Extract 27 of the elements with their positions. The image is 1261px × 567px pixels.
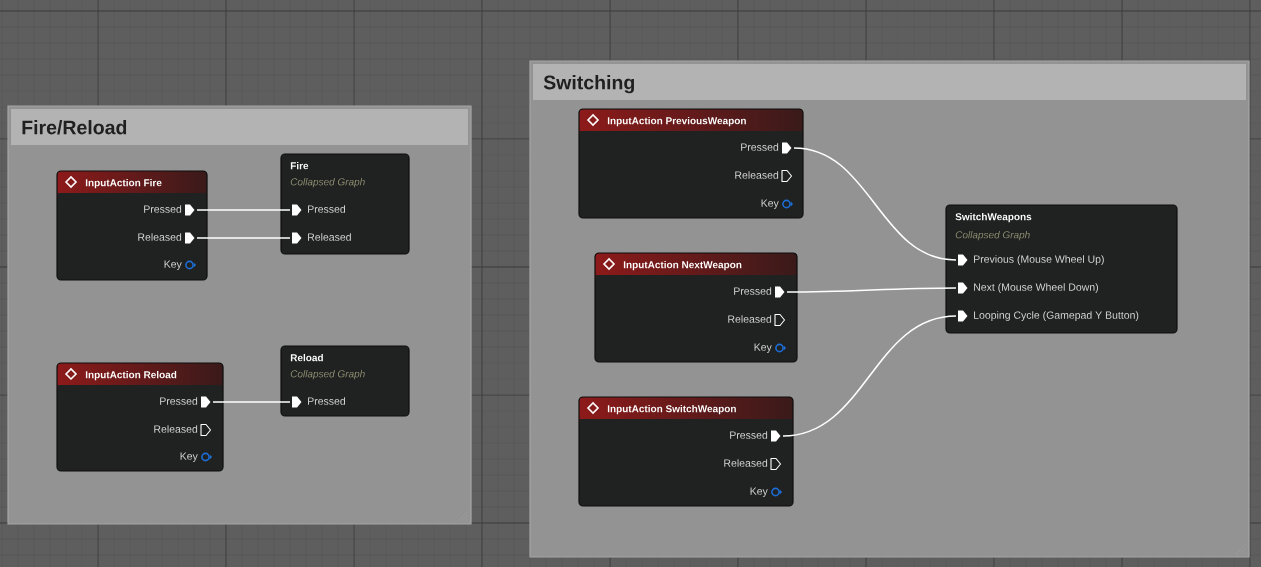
pin-label: Released bbox=[308, 233, 351, 241]
pin-label: Next (Mouse Wheel Down) bbox=[974, 283, 1098, 293]
pin-label: Pressed bbox=[308, 397, 346, 405]
pin-label: Pressed bbox=[144, 205, 182, 213]
pin-label: Previous (Mouse Wheel Up) bbox=[974, 255, 1104, 265]
pin-label: Key bbox=[761, 199, 779, 209]
pin-label: Released bbox=[724, 459, 768, 467]
wire bbox=[793, 147, 957, 261]
pin-label: Pressed bbox=[734, 287, 772, 295]
pin-label: Looping Cycle (Gamepad Y Button) bbox=[974, 311, 1139, 321]
pin-label: Pressed bbox=[160, 397, 198, 405]
wire bbox=[196, 237, 291, 239]
wire bbox=[212, 401, 291, 403]
pin-label: Released bbox=[728, 315, 772, 323]
wire bbox=[196, 209, 291, 211]
pin-label: Released bbox=[138, 233, 182, 241]
pin-label: Key bbox=[180, 452, 198, 462]
pin-label: Key bbox=[164, 260, 182, 270]
wire bbox=[786, 287, 957, 293]
pin-label: Released bbox=[154, 425, 198, 433]
wire bbox=[782, 315, 957, 437]
pin-label: Pressed bbox=[730, 431, 768, 439]
pin-label: Pressed bbox=[308, 205, 346, 213]
pin-label: Pressed bbox=[741, 143, 779, 151]
pin-label: Released bbox=[735, 171, 779, 179]
pin-label: Key bbox=[754, 343, 772, 353]
pin-label: Key bbox=[750, 487, 768, 497]
